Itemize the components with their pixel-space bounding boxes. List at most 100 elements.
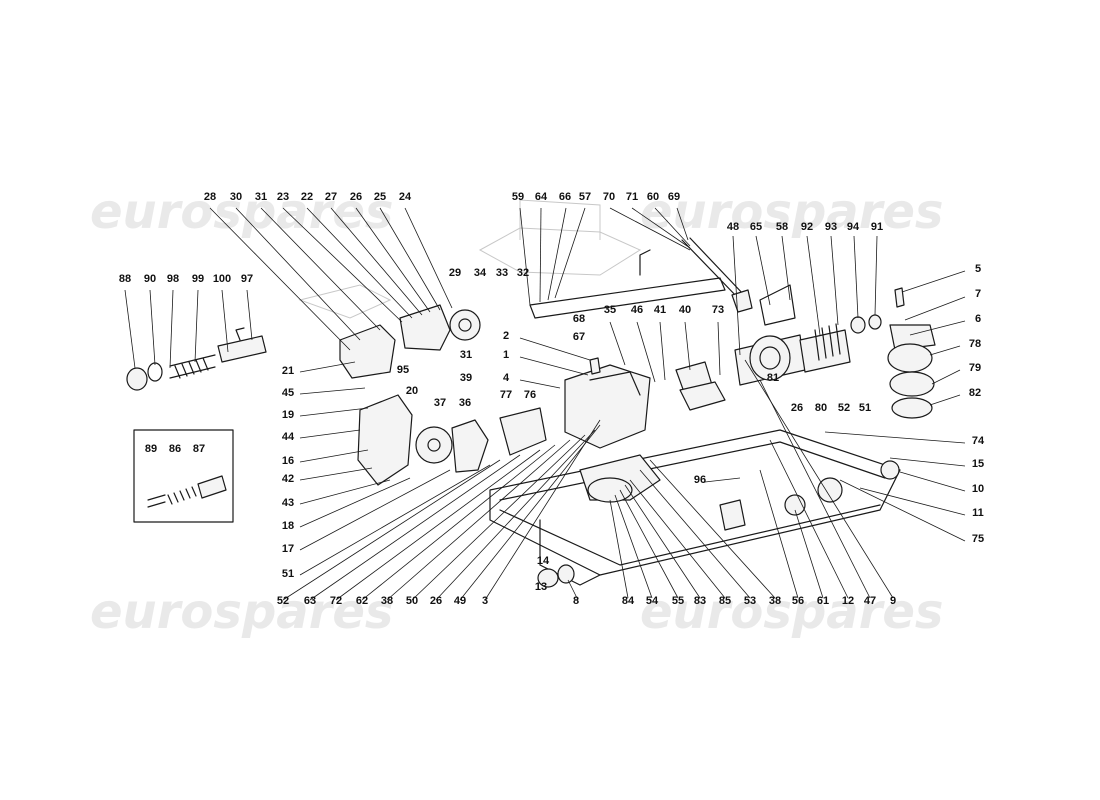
callout-48: 48: [727, 221, 739, 233]
callout-79: 79: [969, 362, 981, 374]
callout-53: 53: [744, 595, 756, 607]
callout-12: 12: [842, 595, 854, 607]
callout-31a: 31: [255, 191, 267, 203]
callout-56: 56: [792, 595, 804, 607]
callout-63: 63: [304, 595, 316, 607]
callout-5: 5: [975, 263, 981, 275]
callout-58: 58: [776, 221, 788, 233]
callout-4: 4: [503, 372, 510, 384]
callout-76: 76: [524, 389, 536, 401]
callout-64: 64: [535, 191, 548, 203]
callout-2: 2: [503, 330, 509, 342]
oil-filter-assembly: [734, 287, 936, 419]
callout-33: 33: [496, 267, 508, 279]
watermarks: eurospares eurospares eurospares eurospa…: [90, 184, 944, 640]
oil-pump-assembly: [339, 304, 547, 486]
callout-11: 11: [972, 507, 984, 519]
callout-70: 70: [603, 191, 615, 203]
callout-77: 77: [500, 389, 512, 401]
watermark-top-left: eurospares: [90, 184, 394, 240]
callout-7: 7: [975, 288, 981, 300]
callout-72: 72: [330, 595, 342, 607]
callout-67: 67: [573, 331, 585, 343]
callout-6: 6: [975, 313, 981, 325]
callout-38b: 38: [769, 595, 781, 607]
callout-60: 60: [647, 191, 659, 203]
callout-55: 55: [672, 595, 684, 607]
callout-26c: 26: [791, 402, 803, 414]
callout-93: 93: [825, 221, 837, 233]
callout-26a: 26: [350, 191, 362, 203]
callout-37: 37: [434, 397, 446, 409]
callout-87: 87: [193, 443, 205, 455]
callout-97: 97: [241, 273, 253, 285]
callout-14: 14: [537, 555, 550, 567]
callout-16: 16: [282, 455, 294, 467]
callout-62: 62: [356, 595, 368, 607]
callout-66: 66: [559, 191, 571, 203]
callout-28: 28: [204, 191, 216, 203]
callout-30: 30: [230, 191, 242, 203]
watermark-bottom-right: eurospares: [640, 584, 944, 640]
oil-sump: [489, 429, 901, 588]
callout-8: 8: [573, 595, 579, 607]
callout-41: 41: [654, 304, 666, 316]
callout-43: 43: [282, 497, 294, 509]
callout-44: 44: [282, 431, 295, 443]
callout-83: 83: [694, 595, 706, 607]
callout-26b: 26: [430, 595, 442, 607]
callout-73: 73: [712, 304, 724, 316]
callout-98: 98: [167, 273, 179, 285]
callout-34: 34: [474, 267, 487, 279]
callout-9: 9: [890, 595, 896, 607]
inset-box: [133, 429, 234, 523]
callout-27: 27: [325, 191, 337, 203]
callout-68: 68: [573, 313, 585, 325]
central-housing: [564, 357, 726, 449]
callout-39: 39: [460, 372, 472, 384]
callout-99: 99: [192, 273, 204, 285]
callout-3: 3: [482, 595, 488, 607]
callout-88: 88: [119, 273, 131, 285]
callout-89: 89: [145, 443, 157, 455]
callout-84: 84: [622, 595, 635, 607]
callout-52a: 52: [277, 595, 289, 607]
callout-25: 25: [374, 191, 386, 203]
callout-45: 45: [282, 387, 294, 399]
callout-42: 42: [282, 473, 294, 485]
callout-100: 100: [213, 273, 231, 285]
callout-10: 10: [972, 483, 984, 495]
callout-17: 17: [282, 543, 294, 555]
callout-78: 78: [969, 338, 981, 350]
callout-71: 71: [626, 191, 638, 203]
callout-20: 20: [406, 385, 418, 397]
callout-86: 86: [169, 443, 181, 455]
relief-valve-assembly: [126, 327, 267, 391]
callout-95: 95: [397, 364, 409, 376]
callout-15: 15: [972, 458, 984, 470]
callout-54: 54: [646, 595, 659, 607]
callout-96: 96: [694, 474, 706, 486]
callout-38a: 38: [381, 595, 393, 607]
callout-23: 23: [277, 191, 289, 203]
callout-61: 61: [817, 595, 829, 607]
callout-47: 47: [864, 595, 876, 607]
callout-65: 65: [750, 221, 762, 233]
callout-1: 1: [503, 349, 509, 361]
callout-40: 40: [679, 304, 691, 316]
callout-50: 50: [406, 595, 418, 607]
callout-75: 75: [972, 533, 984, 545]
callout-24: 24: [399, 191, 412, 203]
callout-51a: 51: [282, 568, 294, 580]
callout-69: 69: [668, 191, 680, 203]
callout-74: 74: [972, 435, 985, 447]
callout-19: 19: [282, 409, 294, 421]
callout-94: 94: [847, 221, 860, 233]
callout-22: 22: [301, 191, 313, 203]
callout-35: 35: [604, 304, 616, 316]
callout-46: 46: [631, 304, 643, 316]
callout-82: 82: [969, 387, 981, 399]
callout-21: 21: [282, 365, 294, 377]
